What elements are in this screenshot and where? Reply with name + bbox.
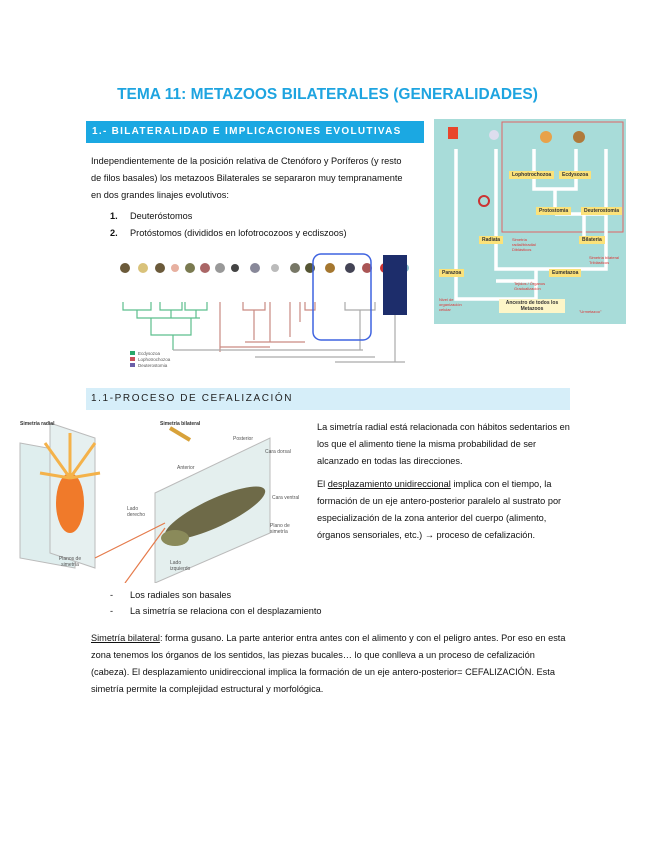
bilateral-paragraph: Simetría bilateral: forma gusano. La par… — [91, 633, 566, 694]
metazoa-tree-figure: Lophotrochozoa Ecdysozoa Protostomia Deu… — [434, 119, 626, 324]
phylogeny-figure — [120, 253, 409, 363]
list-item: 2.Protóstomos (divididos en lofotrocozoo… — [110, 228, 347, 238]
list-item: 1.Deuteróstomos — [110, 211, 193, 221]
deuterostome-highlight — [312, 253, 372, 341]
phylo-legend: Ecdysozoa Lophotrochozoa Deuterostomia — [130, 351, 170, 369]
symmetry-figure: Simetría radial Simetría bilateral Poste… — [15, 418, 315, 583]
section-heading-1-1: 1.1-PROCESO DE CEFALIZACIÓN — [86, 388, 570, 410]
page-title: TEMA 11: METAZOOS BILATERALES (GENERALID… — [117, 86, 538, 103]
section-heading-1: 1.- BILATERALIDAD E IMPLICACIONES EVOLUT… — [86, 121, 424, 143]
bullet-item: -Los radiales son basales — [110, 590, 232, 600]
radial-paragraph: La simetría radial está relacionada con … — [317, 422, 570, 466]
bullet-item: -La simetría se relaciona con el desplaz… — [110, 606, 322, 616]
displacement-paragraph: El desplazamiento unidireccional implica… — [317, 479, 562, 540]
embryo-image — [383, 255, 407, 315]
intro-paragraph: Independientemente de la posición relati… — [91, 156, 403, 200]
